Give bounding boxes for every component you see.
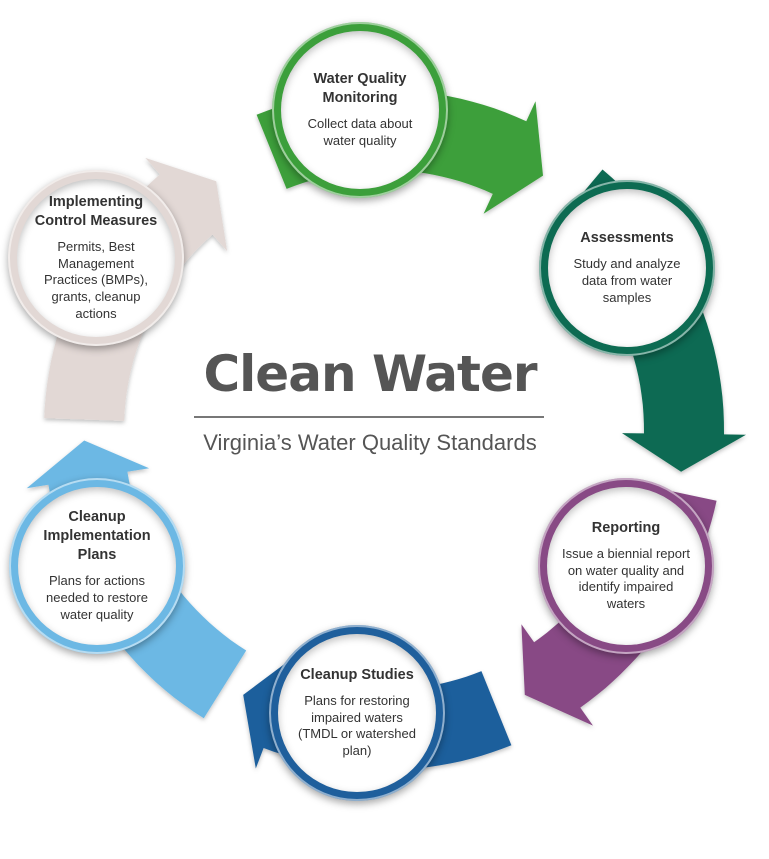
node-title: Cleanup Studies (300, 666, 414, 683)
center-title: Clean Water (203, 345, 537, 403)
node-assessments: Assessments Study and analyze data from … (539, 180, 715, 356)
node-water-quality-monitoring: Water Quality Monitoring Collect data ab… (272, 22, 448, 198)
node-reporting: Reporting Issue a biennial report on wat… (538, 478, 714, 654)
node-title: Water Quality Monitoring (313, 71, 407, 107)
node-title: Assessments (580, 230, 674, 247)
node-description: Plans for restoring impaired waters (TMD… (298, 692, 416, 759)
node-implementing-control-measures: Implementing Control Measures Permits, B… (8, 170, 184, 346)
node-title: Cleanup Implementation Plans (43, 509, 151, 564)
node-description: Permits, Best Management Practices (BMPs… (43, 238, 148, 322)
title-divider (194, 416, 544, 418)
node-cleanup-studies: Cleanup Studies Plans for restoring impa… (269, 625, 445, 801)
node-description: Collect data about water quality (307, 115, 413, 148)
node-description: Issue a biennial report on water quality… (562, 545, 690, 612)
node-cleanup-implementation-plans: Cleanup Implementation Plans Plans for a… (9, 478, 185, 654)
node-title: Implementing Control Measures (34, 193, 158, 229)
node-description: Study and analyze data from water sample… (573, 256, 681, 305)
node-description: Plans for actions needed to restore wate… (46, 572, 148, 622)
center-subtitle: Virginia’s Water Quality Standards (203, 430, 537, 455)
node-title: Reporting (591, 519, 661, 536)
